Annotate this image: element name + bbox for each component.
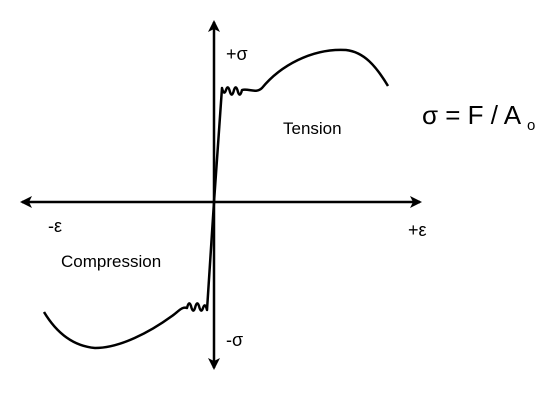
positive-stress-label: +σ xyxy=(226,44,248,64)
tension-label: Tension xyxy=(283,119,342,138)
compression-curve xyxy=(42,201,216,350)
negative-strain-label: -ε xyxy=(48,216,62,236)
stress-formula-subscript: o xyxy=(527,117,535,134)
stress-formula: σ = F / A xyxy=(422,100,522,130)
positive-strain-label: +ε xyxy=(408,220,427,240)
negative-stress-label: -σ xyxy=(226,330,243,350)
compression-label: Compression xyxy=(61,252,161,271)
tension-curve xyxy=(212,48,390,203)
